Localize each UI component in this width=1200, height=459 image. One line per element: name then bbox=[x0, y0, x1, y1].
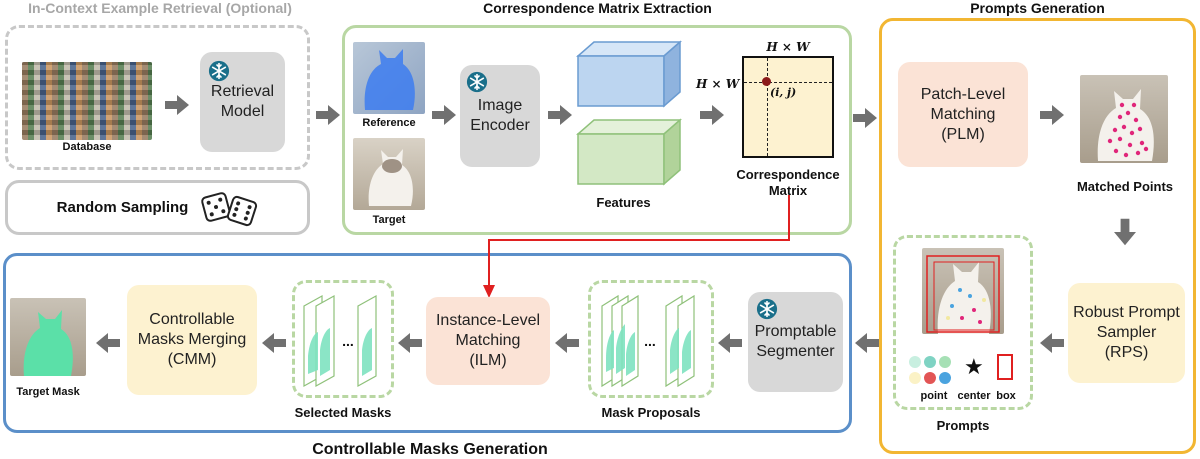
cmm-line2: Masks Merging bbox=[137, 331, 247, 348]
legend-box-label: box bbox=[996, 390, 1016, 402]
arrow-matrix-to-ilm bbox=[483, 195, 790, 298]
arrow-selected-to-cmm bbox=[262, 333, 286, 353]
segmenter-line2: Segmenter bbox=[756, 343, 835, 360]
prompts-image bbox=[922, 248, 1004, 334]
legend-center-label: center bbox=[957, 390, 991, 402]
rps-line3: (RPS) bbox=[1104, 344, 1149, 361]
retrieval-section-title: In-Context Example Retrieval (Optional) bbox=[28, 0, 292, 16]
arrow-correspondence-to-prompts bbox=[853, 108, 877, 128]
arrow-features-to-matrix bbox=[700, 105, 724, 125]
arrow-segmenter-to-proposals bbox=[718, 333, 742, 353]
prompts-box bbox=[893, 235, 1033, 410]
retrieval-model-block: Retrieval Model bbox=[200, 52, 285, 152]
prompts-section-title: Prompts Generation bbox=[970, 0, 1105, 16]
reference-label: Reference bbox=[362, 117, 416, 129]
rps-block: Robust Prompt Sampler (RPS) bbox=[1068, 283, 1185, 383]
image-encoder-line2: Encoder bbox=[470, 117, 530, 134]
matrix-label-line2: Matrix bbox=[768, 183, 808, 198]
matrix-label-line1: Correspondence bbox=[736, 167, 840, 182]
random-sampling-label: Random Sampling bbox=[56, 199, 189, 216]
image-encoder-line1: Image bbox=[477, 97, 523, 114]
cmm-block: Controllable Masks Merging (CMM) bbox=[127, 285, 257, 395]
legend-point-label: point bbox=[920, 390, 948, 402]
plm-line3: (PLM) bbox=[941, 125, 985, 143]
snowflake-icon bbox=[756, 298, 778, 320]
retrieval-model-line2: Model bbox=[220, 103, 265, 120]
promptable-segmenter-block: Promptable Segmenter bbox=[748, 292, 843, 392]
mask-proposals-ellipsis: ... bbox=[644, 333, 656, 349]
arrow-encoder-to-features bbox=[548, 105, 572, 125]
arrow-prompts-to-segmenter bbox=[855, 333, 879, 353]
plm-block: Patch-Level Matching (PLM) bbox=[898, 62, 1028, 167]
target-image bbox=[353, 138, 425, 210]
dice-icon bbox=[201, 191, 258, 226]
rps-line2: Sampler bbox=[1096, 324, 1157, 341]
matrix-left-label: H × W bbox=[696, 77, 740, 91]
mask-proposals-label: Mask Proposals bbox=[601, 405, 701, 420]
cmm-line3: (CMM) bbox=[167, 351, 217, 368]
retrieval-model-line1: Retrieval bbox=[210, 83, 275, 100]
selected-masks-label: Selected Masks bbox=[294, 405, 392, 420]
snowflake-icon bbox=[208, 60, 230, 82]
arrow-rps-to-prompts bbox=[1040, 333, 1064, 353]
correspondence-section-title: Correspondence Matrix Extraction bbox=[483, 0, 712, 16]
ilm-line2: Matching bbox=[455, 332, 521, 349]
arrow-retrieval-to-correspondence bbox=[316, 105, 340, 125]
arrow-plm-to-points bbox=[1040, 105, 1064, 125]
prompts-section bbox=[879, 18, 1196, 454]
plm-line2: Matching bbox=[930, 105, 996, 123]
snowflake-icon bbox=[466, 71, 488, 93]
arrow-ilm-to-selected bbox=[398, 333, 422, 353]
prompts-label: Prompts bbox=[936, 418, 990, 433]
target-mask-image bbox=[10, 298, 86, 376]
database-image bbox=[22, 62, 152, 140]
arrow-proposals-to-ilm bbox=[555, 333, 579, 353]
target-mask-label: Target Mask bbox=[16, 386, 80, 398]
cmm-line1: Controllable bbox=[149, 311, 235, 328]
feature-cube-target bbox=[576, 118, 682, 186]
matched-points-image bbox=[1080, 75, 1168, 163]
arrow-images-to-encoder bbox=[432, 105, 456, 125]
retrieval-section bbox=[5, 25, 310, 170]
features-label: Features bbox=[596, 195, 651, 210]
legend-center-star-icon: ★ bbox=[964, 354, 984, 379]
segmenter-line1: Promptable bbox=[754, 323, 837, 340]
ilm-line3: (ILM) bbox=[469, 352, 507, 369]
target-label: Target bbox=[372, 214, 406, 226]
selected-masks-stack bbox=[303, 294, 377, 388]
masks-section bbox=[3, 253, 852, 433]
matched-points-label: Matched Points bbox=[1076, 179, 1174, 194]
feature-cube-reference bbox=[576, 40, 682, 108]
selected-masks-box bbox=[292, 280, 394, 398]
correspondence-section bbox=[342, 25, 852, 235]
matrix-point-marker bbox=[762, 77, 771, 86]
image-encoder-block: Image Encoder bbox=[460, 65, 540, 167]
rps-line1: Robust Prompt bbox=[1073, 304, 1180, 321]
legend-point-dots bbox=[909, 356, 951, 384]
masks-section-title: Controllable Masks Generation bbox=[312, 441, 548, 458]
database-label: Database bbox=[62, 141, 112, 153]
ilm-line1: Instance-Level bbox=[435, 312, 541, 329]
random-sampling-box: Random Sampling bbox=[5, 180, 310, 235]
correspondence-matrix: (i, j) bbox=[742, 56, 834, 158]
arrow-points-to-rps bbox=[1114, 218, 1136, 246]
arrow-cmm-to-target-mask bbox=[96, 333, 120, 353]
plm-line1: Patch-Level bbox=[920, 85, 1006, 103]
mask-proposals-box bbox=[588, 280, 714, 398]
matrix-point-label: (i, j) bbox=[770, 86, 797, 99]
reference-image bbox=[353, 42, 425, 114]
selected-masks-ellipsis: ... bbox=[342, 333, 354, 349]
ilm-block: Instance-Level Matching (ILM) bbox=[426, 297, 550, 385]
mask-proposals-stack bbox=[601, 294, 695, 388]
matrix-top-label: H × W bbox=[766, 40, 810, 54]
arrow-database-to-model bbox=[165, 95, 189, 115]
matrix-label: Correspondence Matrix bbox=[720, 167, 856, 199]
legend-box-icon bbox=[997, 354, 1013, 380]
